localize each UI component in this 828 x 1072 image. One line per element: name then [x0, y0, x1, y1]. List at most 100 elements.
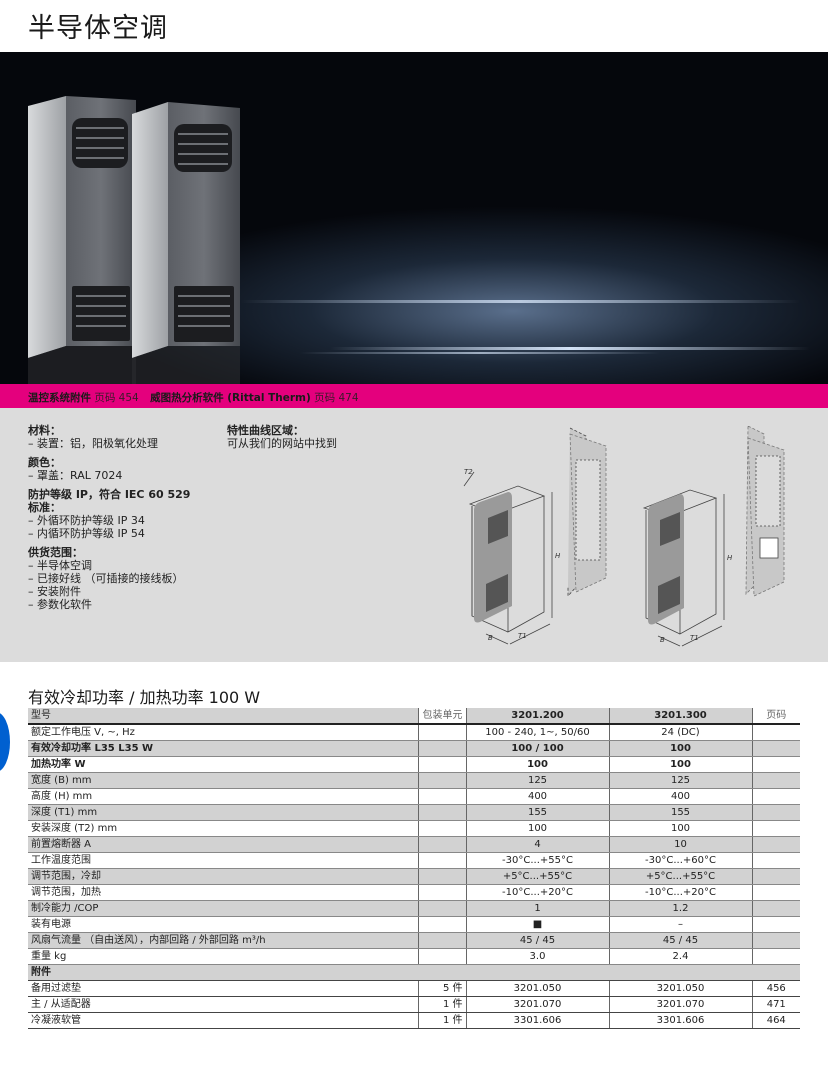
specifications-panel: 材料： – 装置：铝，阳极氧化处理 颜色： – 罩盖：RAL 7024 防护等级…: [0, 408, 828, 662]
table-cell: 100 / 100: [466, 740, 610, 757]
air-conditioner-unit-right-image: [132, 102, 240, 384]
table-cell: 3201.300: [609, 708, 753, 725]
table-cell: 1 件: [417, 1012, 467, 1029]
table-cell: 2.4: [609, 948, 753, 965]
material-line: – 装置：铝，阳极氧化处理: [28, 437, 158, 450]
accessory-heading-row: 附件: [28, 964, 800, 981]
table-cell: 471: [752, 996, 800, 1013]
curve-heading: 特性曲线区域：: [227, 424, 304, 437]
supply-line: – 参数化软件: [28, 598, 92, 611]
dim-label-t1-2: T1: [690, 634, 699, 642]
supply-line: – 半导体空调: [28, 559, 92, 572]
table-cell: [752, 836, 800, 853]
table-cell: 加热功率 W: [28, 756, 418, 773]
table-cell: 高度 (H) mm: [28, 788, 418, 805]
table-cell: [417, 948, 467, 965]
rittal-therm-link[interactable]: 威图热分析软件 (Rittal Therm): [150, 392, 311, 404]
table-cell: [752, 868, 800, 885]
color-line: – 罩盖：RAL 7024: [28, 469, 123, 482]
protection-line: – 内循环防护等级 IP 54: [28, 527, 145, 540]
table-cell: ■: [466, 916, 610, 933]
protection-line: – 外循环防护等级 IP 34: [28, 514, 145, 527]
table-cell: [417, 772, 467, 789]
table-cell: [417, 804, 467, 821]
table-cell: [752, 948, 800, 965]
table-cell: [417, 788, 467, 805]
table-cell: 24 (DC): [609, 724, 753, 741]
product-photo: [0, 52, 828, 384]
table-cell: -30°C...+60°C: [609, 852, 753, 869]
table-cell: 备用过滤垫: [28, 980, 418, 997]
table-cell: [417, 820, 467, 837]
table-cell: [752, 852, 800, 869]
page-tab-marker: [0, 712, 10, 772]
table-cell: -10°C...+20°C: [609, 884, 753, 901]
table-cell: 1: [466, 900, 610, 917]
table-cell: 主 / 从适配器: [28, 996, 418, 1013]
supply-line: – 已接好线 （可插接的接线板）: [28, 572, 184, 585]
table-cell: 45 / 45: [466, 932, 610, 949]
spec-column-right: 特性曲线区域： 可从我们的网站中找到: [227, 424, 427, 450]
table-cell: [417, 916, 467, 933]
dim-label-b2: B: [660, 636, 665, 644]
dim-label-b: B: [488, 634, 493, 642]
supply-line: – 安装附件: [28, 585, 81, 598]
section-title: 有效冷却功率 / 加热功率 100 W: [28, 688, 261, 707]
table-cell: [752, 804, 800, 821]
table-cell: [417, 836, 467, 853]
table-cell: 400: [609, 788, 753, 805]
table-cell: 125: [466, 772, 610, 789]
table-cell: 3.0: [466, 948, 610, 965]
table-cell: 100: [609, 740, 753, 757]
dimension-drawing: T2 H B T1 H B T1: [463, 426, 785, 647]
accessory-link[interactable]: 温控系统附件: [28, 392, 91, 404]
rittal-therm-page-ref: 页码 474: [314, 392, 359, 404]
table-cell: 装有电源: [28, 916, 418, 933]
table-cell: -10°C...+20°C: [466, 884, 610, 901]
protection-standard-heading: 标准：: [28, 501, 61, 514]
table-cell: -30°C...+55°C: [466, 852, 610, 869]
table-cell: [752, 900, 800, 917]
table-cell: 100: [466, 756, 610, 773]
table-cell: [752, 756, 800, 773]
table-cell: 464: [752, 1012, 800, 1029]
table-cell: 重量 kg: [28, 948, 418, 965]
table-cell: 125: [609, 772, 753, 789]
spec-column-left: 材料： – 装置：铝，阳极氧化处理 颜色： – 罩盖：RAL 7024 防护等级…: [28, 424, 218, 611]
table-row: 调节范围，加热-10°C...+20°C-10°C...+20°C: [28, 884, 800, 901]
table-cell: 额定工作电压 V, ~, Hz: [28, 724, 418, 741]
table-cell: 155: [609, 804, 753, 821]
table-cell: [417, 724, 467, 741]
table-cell: 100 - 240, 1~, 50/60: [466, 724, 610, 741]
page-title: 半导体空调: [28, 13, 168, 44]
table-cell: 包装单元: [417, 708, 467, 725]
table-cell: [752, 788, 800, 805]
dim-label-h2: H: [727, 554, 733, 562]
material-heading: 材料：: [28, 424, 61, 437]
table-cell: 3201.200: [466, 708, 610, 725]
table-cell: [417, 868, 467, 885]
accessory-heading: 附件: [28, 964, 800, 981]
table-cell: [752, 932, 800, 949]
table-cell: 5 件: [417, 980, 467, 997]
table-cell: –: [609, 916, 753, 933]
table-cell: 3201.050: [466, 980, 610, 997]
table-cell: 155: [466, 804, 610, 821]
table-cell: 100: [609, 756, 753, 773]
color-heading: 颜色：: [28, 456, 61, 469]
table-cell: 1 件: [417, 996, 467, 1013]
supply-heading: 供货范围：: [28, 546, 83, 559]
table-cell: 3201.050: [609, 980, 753, 997]
dim-label-h: H: [555, 552, 561, 560]
table-cell: 1.2: [609, 900, 753, 917]
